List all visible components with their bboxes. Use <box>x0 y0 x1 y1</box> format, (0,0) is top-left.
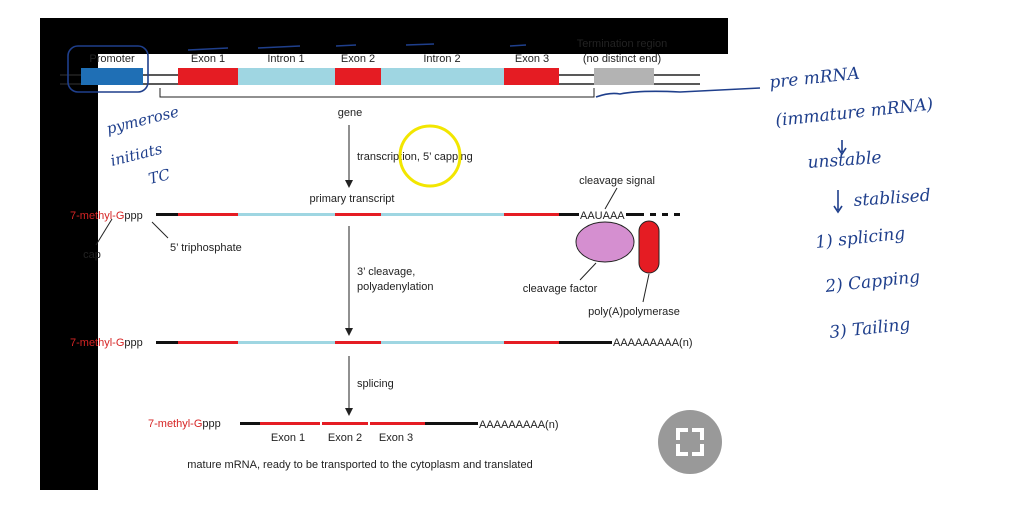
cleavage-signal-pointer <box>604 187 618 210</box>
promoter-segment <box>81 68 143 85</box>
annotation-right-5: 1) splicing <box>814 224 906 253</box>
polymerase-label: poly(A)polymerase <box>588 306 680 318</box>
expand-icon <box>676 428 704 456</box>
annotation-underlines <box>187 43 527 51</box>
cleavage-factor-shape <box>575 221 635 263</box>
cap-pointer <box>95 218 113 246</box>
mature-exon2-label: Exon 2 <box>328 432 362 444</box>
termination-label-line1: Termination region <box>577 38 668 50</box>
intron1-label: Intron 1 <box>267 53 304 65</box>
exon3-segment <box>504 68 559 85</box>
annotation-right-7: 3) Tailing <box>828 315 911 343</box>
cleavage-signal-label: cleavage signal <box>579 175 655 187</box>
promoter-annotation-box <box>67 45 149 93</box>
mature-mrna-strand <box>240 422 478 425</box>
cleavage-factor-label: cleavage factor <box>523 283 598 295</box>
cap-text-row2: 7-methyl-Gppp <box>70 337 143 349</box>
annotation-left-1: pymerose <box>105 102 181 137</box>
mature-exon3-label: Exon 3 <box>379 432 413 444</box>
annotation-right-2: (immature mRNA) <box>774 95 934 131</box>
annotation-left-2: initiats <box>109 140 165 170</box>
polymerase-pointer <box>642 273 650 303</box>
step2-label-line2: polyadenylation <box>357 281 433 293</box>
polyadenylated-strand <box>156 341 612 344</box>
fullscreen-button[interactable] <box>658 410 722 474</box>
gene-bracket <box>159 88 595 98</box>
cap-text-row3: 7-methyl-Gppp <box>148 418 221 430</box>
intron2-segment <box>381 68 504 85</box>
annotation-right-3: unstable <box>807 148 882 173</box>
step2-label-line1: 3’ cleavage, <box>357 266 415 278</box>
cap-text-row1: 7-methyl-Gppp <box>70 210 143 222</box>
exon2-segment <box>335 68 381 85</box>
exon3-label: Exon 3 <box>515 53 549 65</box>
promoter-label: Promoter <box>89 53 135 65</box>
highlight-circle <box>398 124 462 188</box>
annotation-arrow-small <box>837 140 847 156</box>
signal-sequence: AAUAAA <box>580 210 625 222</box>
termination-label-line2: (no distinct end) <box>583 53 661 65</box>
cleavage-factor-pointer <box>579 262 597 281</box>
termination-segment <box>594 68 654 85</box>
annotation-right-6: 2) Capping <box>823 267 921 297</box>
annotation-right-1: pre mRNA <box>768 64 860 93</box>
pre-mrna-connector <box>595 87 761 98</box>
triphosphate-label: 5’ triphosphate <box>170 242 242 254</box>
primary-transcript-strand <box>156 213 680 216</box>
mature-exon1-label: Exon 1 <box>271 432 305 444</box>
poly-tail-row3: AAAAAAAAA(n) <box>479 419 558 431</box>
gene-bar <box>60 68 700 85</box>
exon1-segment <box>178 68 238 85</box>
step1-label: transcription, 5’ capping <box>357 151 473 163</box>
triphosphate-pointer <box>151 221 169 239</box>
poly-tail-row2: AAAAAAAAA(n) <box>613 337 692 349</box>
polymerase-shape <box>638 220 660 274</box>
caption: mature mRNA, ready to be transported to … <box>187 459 532 471</box>
intron1-segment <box>238 68 335 85</box>
gene-label: gene <box>338 107 362 119</box>
annotation-marks <box>67 43 847 214</box>
annotation-left-3: TC <box>147 165 173 188</box>
step3-label: splicing <box>357 378 394 390</box>
primary-transcript-label: primary transcript <box>310 193 395 205</box>
annotation-right-4: stablised <box>853 186 931 211</box>
exon1-label: Exon 1 <box>191 53 225 65</box>
intron2-label: Intron 2 <box>423 53 460 65</box>
exon2-label: Exon 2 <box>341 53 375 65</box>
cap-label: cap <box>83 249 101 261</box>
annotation-arrow-down <box>833 190 843 214</box>
